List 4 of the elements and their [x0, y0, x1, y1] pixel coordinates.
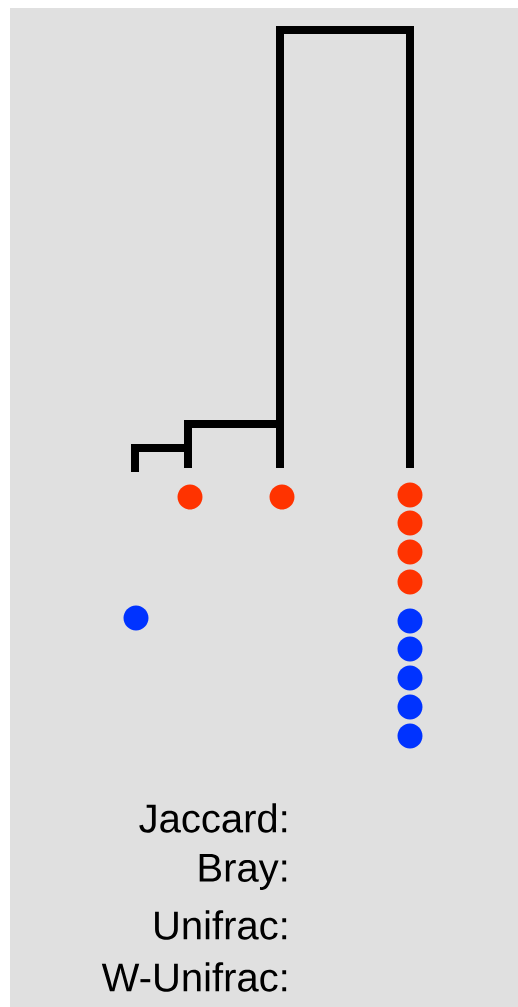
metric-label: Bray:: [199, 854, 287, 890]
metric-label: Unifrac:: [155, 910, 287, 940]
metric-label: W-Unifrac:: [101, 962, 287, 992]
metric-label: Jaccard:: [139, 803, 287, 833]
